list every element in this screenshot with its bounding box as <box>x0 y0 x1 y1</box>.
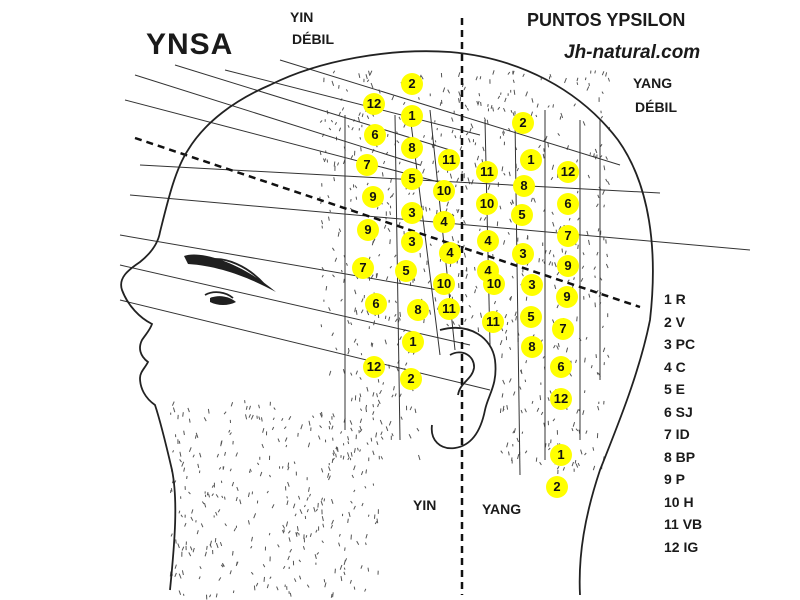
yin-acupoint-6: 6 <box>365 293 387 315</box>
yang-acupoint-1: 1 <box>520 149 542 171</box>
yin-acupoint-12: 12 <box>363 93 385 115</box>
yang-acupoint-10: 10 <box>483 273 505 295</box>
legend-item: 4 C <box>664 358 686 375</box>
yin-acupoint-12: 12 <box>363 356 385 378</box>
yang-acupoint-8: 8 <box>513 175 535 197</box>
yang-side-label: YANG <box>482 501 522 517</box>
head-outline <box>120 50 654 596</box>
yang-acupoint-9: 9 <box>557 255 579 277</box>
legend-item: 9 P <box>664 471 686 487</box>
yin-acupoint-2: 2 <box>400 368 422 390</box>
hair-stubble <box>169 70 610 600</box>
yin-acupoint-10: 10 <box>433 180 455 202</box>
yang-acupoint-7: 7 <box>557 225 579 247</box>
yin-acupoint-10: 10 <box>433 273 455 295</box>
legend-item: 2 V <box>664 313 686 330</box>
yin-acupoint-4: 4 <box>439 242 461 264</box>
yang-acupoint-10: 10 <box>476 193 498 215</box>
yang-acupoint-3: 3 <box>521 274 543 296</box>
yang-debil-label-line2: DÉBIL <box>635 99 677 115</box>
yang-acupoint-2: 2 <box>512 112 534 134</box>
yin-acupoint-2: 2 <box>401 73 423 95</box>
yin-acupoint-5: 5 <box>395 260 417 282</box>
yang-acupoint-11: 11 <box>476 161 498 183</box>
legend-item: 3 PC <box>664 336 696 352</box>
yin-acupoint-8: 8 <box>401 137 423 159</box>
legend-item: 11 VB <box>664 516 703 532</box>
yang-acupoint-12: 12 <box>550 388 572 410</box>
legend-item: 12 IG <box>664 538 699 555</box>
yin-acupoint-4: 4 <box>433 211 455 233</box>
yin-acupoint-11: 11 <box>438 149 460 171</box>
website-label: Jh-natural.com <box>564 42 701 63</box>
yin-acupoint-9: 9 <box>362 186 384 208</box>
legend: 1 R 2 V 3 PC 4 C 5 E 6 SJ 7 ID 8 BP 9 P … <box>664 290 702 560</box>
yang-acupoint-8: 8 <box>521 336 543 358</box>
yin-acupoint-6: 6 <box>364 124 386 146</box>
legend-item: 10 H <box>664 493 694 510</box>
yin-acupoint-9: 9 <box>357 219 379 241</box>
subtitle: PUNTOS YPSILON <box>527 10 686 30</box>
yang-acupoint-11: 11 <box>482 311 504 333</box>
yin-acupoint-8: 8 <box>407 299 429 321</box>
yin-acupoint-5: 5 <box>401 168 423 190</box>
yin-debil-label-line1: YIN <box>290 9 314 25</box>
yang-acupoint-2: 2 <box>546 476 568 498</box>
yang-debil-label-line1: YANG <box>633 75 673 91</box>
yin-acupoint-3: 3 <box>401 231 423 253</box>
yang-acupoint-12: 12 <box>557 161 579 183</box>
yin-acupoint-3: 3 <box>401 202 423 224</box>
yang-acupoint-6: 6 <box>557 193 579 215</box>
yang-acupoint-6: 6 <box>550 356 572 378</box>
yin-acupoint-7: 7 <box>352 257 374 279</box>
yin-yang-dashed-divider <box>134 136 641 309</box>
eyebrow <box>184 254 276 305</box>
yang-acupoint-4: 4 <box>477 230 499 252</box>
legend-item: 7 ID <box>664 426 690 442</box>
yang-acupoint-5: 5 <box>520 306 542 328</box>
yin-acupoint-1: 1 <box>401 105 423 127</box>
legend-item: 1 R <box>664 291 686 307</box>
yang-acupoint-1: 1 <box>550 444 572 466</box>
legend-item: 5 E <box>664 381 686 397</box>
yin-acupoint-7: 7 <box>356 154 378 176</box>
yang-acupoint-9: 9 <box>556 286 578 308</box>
yang-acupoint-3: 3 <box>512 243 534 265</box>
yin-acupoint-11: 11 <box>438 298 460 320</box>
yin-acupoint-1: 1 <box>402 331 424 353</box>
legend-item: 6 SJ <box>664 403 693 420</box>
yin-side-label: YIN <box>413 497 437 513</box>
legend-item: 8 BP <box>664 448 696 465</box>
yang-acupoint-5: 5 <box>511 204 533 226</box>
page-title: YNSA <box>146 28 234 61</box>
yin-debil-label-line2: DÉBIL <box>292 31 334 47</box>
yang-acupoint-7: 7 <box>552 318 574 340</box>
